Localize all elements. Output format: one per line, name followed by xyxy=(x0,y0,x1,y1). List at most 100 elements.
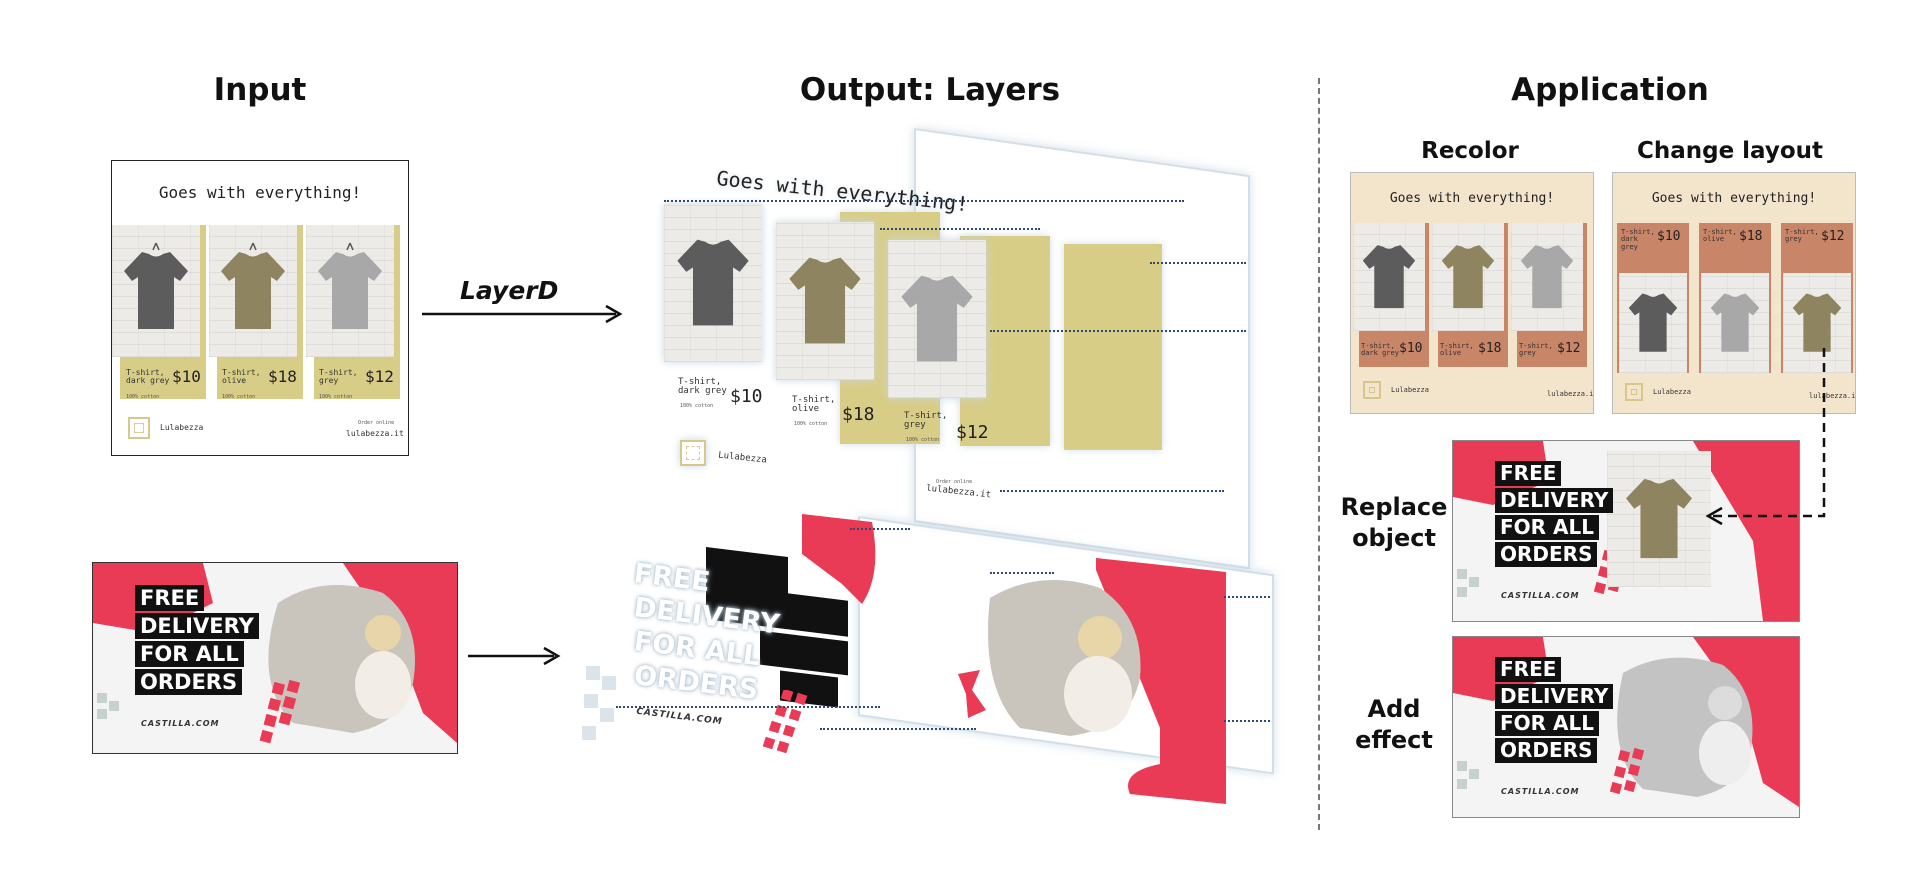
layer-item-price: $18 xyxy=(842,404,875,425)
poster-headline: Goes with everything! xyxy=(1351,191,1593,206)
add-effect-banner: FREE DELIVERY FOR ALL ORDERS CASTILLA.CO… xyxy=(1452,636,1800,818)
banner-line: FREE xyxy=(1495,461,1561,486)
poster-item-note: 100% cotton xyxy=(222,395,255,400)
arrow-icon xyxy=(466,644,566,668)
layer-item-note: 100% cotton xyxy=(680,404,713,409)
layer-decor-squares xyxy=(580,666,624,750)
layer-connector xyxy=(1000,490,1224,492)
recolor-title: Recolor xyxy=(1380,138,1560,164)
output-title: Output: Layers xyxy=(780,72,1080,108)
poster-item-note: 100% cotton xyxy=(319,395,352,400)
poster-item-name: T-shirt, olive xyxy=(1703,229,1739,244)
arrow-icon xyxy=(420,302,630,326)
poster-website: lulabezza.it xyxy=(1547,391,1594,398)
t-shirt-icon xyxy=(112,225,200,357)
t-shirt-icon xyxy=(306,225,394,357)
poster-item-name: T-shirt, grey xyxy=(1785,229,1821,244)
t-shirt-icon xyxy=(1353,223,1425,331)
layerd-label: LayerD xyxy=(460,276,558,305)
change-layout-title: Change layout xyxy=(1600,138,1860,164)
input-title: Input xyxy=(160,72,360,108)
banner-website: CASTILLA.COM xyxy=(1501,787,1579,796)
brand-logo xyxy=(1363,381,1381,399)
brand-logo xyxy=(1625,383,1643,401)
layer-connector xyxy=(616,706,880,708)
product-photo xyxy=(1432,223,1504,331)
banner-line: DELIVERY xyxy=(135,613,259,639)
poster-website: lulabezza.it xyxy=(346,430,404,438)
t-shirt-icon xyxy=(776,222,874,380)
product-photo xyxy=(1511,223,1583,331)
banner-line: ORDERS xyxy=(1495,542,1597,567)
layer-item-name: T-shirt, olive xyxy=(792,396,842,415)
layer-item-name: T-shirt, dark grey xyxy=(678,378,732,397)
product-photo xyxy=(306,225,394,357)
t-shirt-icon xyxy=(888,240,986,398)
brand-name: Lulabezza xyxy=(1391,387,1429,394)
poster-item-name: T-shirt, dark grey xyxy=(1361,343,1401,358)
poster-item-price: $10 xyxy=(1657,229,1680,244)
product-photo xyxy=(209,225,297,357)
layer-item-price: $10 xyxy=(730,386,763,407)
poster-item-name: T-shirt, dark grey xyxy=(126,369,176,386)
poster-item-name: T-shirt, olive xyxy=(222,369,272,386)
banner-line: FOR ALL xyxy=(135,641,244,667)
layer-brand-logo xyxy=(680,440,706,466)
poster-item-price: $10 xyxy=(172,367,201,386)
brand-name: Lulabezza xyxy=(160,424,203,432)
banner-line: FREE xyxy=(1495,657,1561,682)
banner-line: ORDERS xyxy=(1495,738,1597,763)
layer-decor-squares xyxy=(760,690,828,768)
t-shirt-icon xyxy=(664,204,762,362)
layer-red-shape xyxy=(952,670,992,720)
banner-line: FOR ALL xyxy=(1495,515,1599,540)
layer-connector xyxy=(1224,720,1270,722)
poster-item-name: T-shirt, grey xyxy=(1519,343,1559,358)
poster-item-note: 100% cotton xyxy=(126,395,159,400)
banner-line: ORDERS xyxy=(135,669,242,695)
brand-logo xyxy=(128,417,150,439)
layer-connector xyxy=(1224,596,1270,598)
layer-product-photo xyxy=(776,222,874,380)
layer-connector xyxy=(664,200,1184,202)
banner-line: FREE xyxy=(135,585,204,611)
dashed-arrow-icon xyxy=(1702,346,1832,528)
poster-item-price: $18 xyxy=(1478,341,1501,356)
product-photo xyxy=(1353,223,1425,331)
replace-object-label: Replace object xyxy=(1334,492,1454,554)
order-online: Order online xyxy=(358,421,394,426)
layer-item-price: $12 xyxy=(956,422,989,443)
layer-connector xyxy=(820,728,976,730)
recolor-poster: Goes with everything! T-shirt, dark grey… xyxy=(1350,172,1594,414)
t-shirt-icon xyxy=(1619,273,1687,373)
application-title: Application xyxy=(1480,72,1740,108)
poster-headline: Goes with everything! xyxy=(1613,191,1855,206)
product-photo xyxy=(112,225,200,357)
layer-brand-name: Lulabezza xyxy=(718,451,768,465)
poster-item-price: $12 xyxy=(1557,341,1580,356)
poster-item-price: $12 xyxy=(365,367,394,386)
layer-product-photo xyxy=(664,204,762,362)
t-shirt-icon xyxy=(1607,451,1711,587)
layer-website: CASTILLA.COM xyxy=(636,707,723,728)
banner-line: DELIVERY xyxy=(1495,488,1613,513)
layer-item-name: T-shirt, grey xyxy=(904,412,954,431)
poster-item-price: $10 xyxy=(1399,341,1422,356)
poster-item-name: T-shirt, dark grey xyxy=(1621,229,1657,251)
layer-connector xyxy=(1150,262,1246,264)
brand-name: Lulabezza xyxy=(1653,389,1691,396)
layer-product-photo xyxy=(888,240,986,398)
input-banner: FREE DELIVERY FOR ALL ORDERS CASTILLA.CO… xyxy=(92,562,458,754)
layer-connector xyxy=(990,330,1246,332)
add-effect-label: Add effect xyxy=(1334,694,1454,756)
input-poster: Goes with everything! T-shirt, dark grey… xyxy=(111,160,409,456)
layer-gold-panel xyxy=(1064,244,1162,450)
poster-headline: Goes with everything! xyxy=(112,183,408,202)
t-shirt-icon xyxy=(1432,223,1504,331)
t-shirt-icon xyxy=(1511,223,1583,331)
banner-website: CASTILLA.COM xyxy=(141,719,219,728)
replaced-product-photo xyxy=(1607,451,1711,587)
layer-item-note: 100% cotton xyxy=(794,422,827,427)
poster-item-price: $12 xyxy=(1821,229,1844,244)
layer-connector xyxy=(850,528,910,530)
